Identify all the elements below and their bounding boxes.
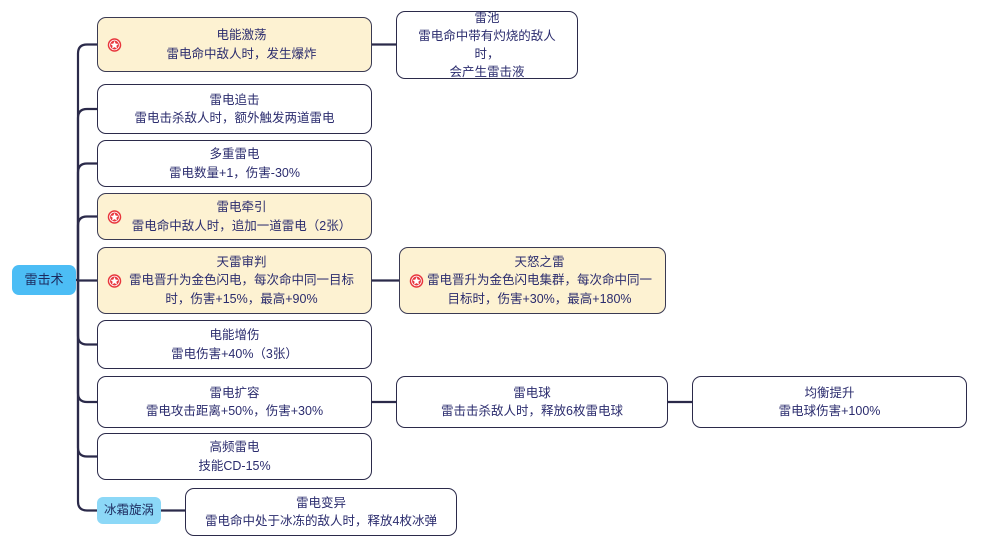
node-title: 雷电牵引 — [216, 200, 267, 215]
mindmap-node-n9[interactable]: 雷电变异雷电命中处于冰冻的敌人时，释放4枚冰弹 — [185, 488, 457, 536]
star-icon — [107, 209, 122, 224]
star-icon — [107, 273, 122, 288]
node-description: 雷电击杀敌人时，额外触发两道雷电 — [134, 111, 335, 125]
node-description: 雷电伤害+40%（3张） — [171, 346, 298, 361]
node-title: 雷池 — [474, 10, 500, 25]
node-text: 雷电追击雷电击杀敌人时，额外触发两道雷电 — [108, 91, 361, 127]
node-title: 雷电扩容 — [209, 385, 260, 400]
node-text: 雷电扩容雷电攻击距离+50%，伤害+30% — [108, 384, 361, 420]
mindmap-node-n3[interactable]: 多重雷电雷电数量+1，伤害-30% — [97, 140, 372, 187]
node-description: 雷电命中处于冰冻的敌人时，释放4枚冰弹 — [205, 514, 437, 528]
node-title: 均衡提升 — [804, 385, 855, 400]
node-text: 雷电变异雷电命中处于冰冻的敌人时，释放4枚冰弹 — [196, 494, 446, 530]
node-description: 雷电球伤害+100% — [778, 404, 881, 418]
mindmap-node-n5[interactable]: 天雷审判雷电晋升为金色闪电，每次命中同一目标时，伤害+15%，最高+90% — [97, 247, 372, 314]
node-title: 雷电变异 — [295, 495, 346, 510]
node-description: 雷电命中敌人时，追加一道雷电（2张） — [131, 218, 352, 233]
mindmap-node-n7[interactable]: 雷电扩容雷电攻击距离+50%，伤害+30% — [97, 376, 372, 428]
node-text: 高频雷电技能CD-15% — [108, 438, 361, 474]
mindmap-root-node[interactable]: 雷击术 — [12, 265, 76, 295]
node-title: 雷电球 — [513, 385, 551, 400]
node-title: 雷电追击 — [209, 92, 260, 107]
node-title: 电能增伤 — [209, 328, 260, 343]
mindmap-node-n6[interactable]: 电能增伤雷电伤害+40%（3张） — [97, 320, 372, 369]
mindmap-branch-node[interactable]: 冰霜旋涡 — [97, 497, 161, 524]
mindmap-node-n4[interactable]: 雷电牵引雷电命中敌人时，追加一道雷电（2张） — [97, 193, 372, 240]
mindmap-node-n8[interactable]: 高频雷电技能CD-15% — [97, 433, 372, 480]
node-text: 天雷审判雷电晋升为金色闪电，每次命中同一目标时，伤害+15%，最高+90% — [108, 253, 361, 307]
star-icon — [107, 37, 122, 52]
node-title: 多重雷电 — [209, 147, 260, 162]
node-title: 天怒之雷 — [514, 255, 565, 270]
node-description: 雷电数量+1，伤害-30% — [169, 165, 300, 180]
node-text: 电能增伤雷电伤害+40%（3张） — [108, 326, 361, 362]
node-description: 雷电晋升为金色闪电集群，每次命中同一目标时，伤害+30%，最高+180% — [426, 273, 652, 306]
node-text: 均衡提升雷电球伤害+100% — [703, 384, 956, 420]
node-description: 雷电命中敌人时，发生爆炸 — [166, 46, 317, 61]
mindmap-node-n1c[interactable]: 雷池雷电命中带有灼烧的敌人时， 会产生雷击液 — [396, 11, 578, 79]
node-text: 雷电牵引雷电命中敌人时，追加一道雷电（2张） — [108, 198, 361, 234]
node-description: 雷击击杀敌人时，释放6枚雷电球 — [441, 404, 623, 418]
node-text: 天怒之雷雷电晋升为金色闪电集群，每次命中同一目标时，伤害+30%，最高+180% — [410, 253, 655, 307]
mindmap-branch-node-label: 冰霜旋涡 — [103, 503, 154, 518]
node-text: 雷池雷电命中带有灼烧的敌人时， 会产生雷击液 — [407, 9, 567, 82]
mindmap-root-node-label: 雷击术 — [24, 271, 64, 287]
node-text: 电能激荡雷电命中敌人时，发生爆炸 — [108, 26, 361, 62]
node-text: 多重雷电雷电数量+1，伤害-30% — [108, 145, 361, 181]
mindmap-node-n7cc[interactable]: 均衡提升雷电球伤害+100% — [692, 376, 967, 428]
node-description: 雷电攻击距离+50%，伤害+30% — [145, 404, 324, 418]
node-text: 雷电球雷击击杀敌人时，释放6枚雷电球 — [407, 384, 657, 420]
node-title: 天雷审判 — [216, 255, 267, 270]
mindmap-node-n5c[interactable]: 天怒之雷雷电晋升为金色闪电集群，每次命中同一目标时，伤害+30%，最高+180% — [399, 247, 666, 314]
node-title: 电能激荡 — [216, 28, 267, 43]
node-description: 技能CD-15% — [198, 458, 271, 473]
node-description: 雷电晋升为金色闪电，每次命中同一目标时，伤害+15%，最高+90% — [128, 273, 354, 306]
star-icon — [409, 273, 424, 288]
node-title: 高频雷电 — [209, 440, 260, 455]
node-description: 雷电命中带有灼烧的敌人时， 会产生雷击液 — [418, 28, 556, 80]
mindmap-node-n2[interactable]: 雷电追击雷电击杀敌人时，额外触发两道雷电 — [97, 84, 372, 134]
mindmap-node-n1[interactable]: 电能激荡雷电命中敌人时，发生爆炸 — [97, 17, 372, 72]
mindmap-node-n7c[interactable]: 雷电球雷击击杀敌人时，释放6枚雷电球 — [396, 376, 668, 428]
